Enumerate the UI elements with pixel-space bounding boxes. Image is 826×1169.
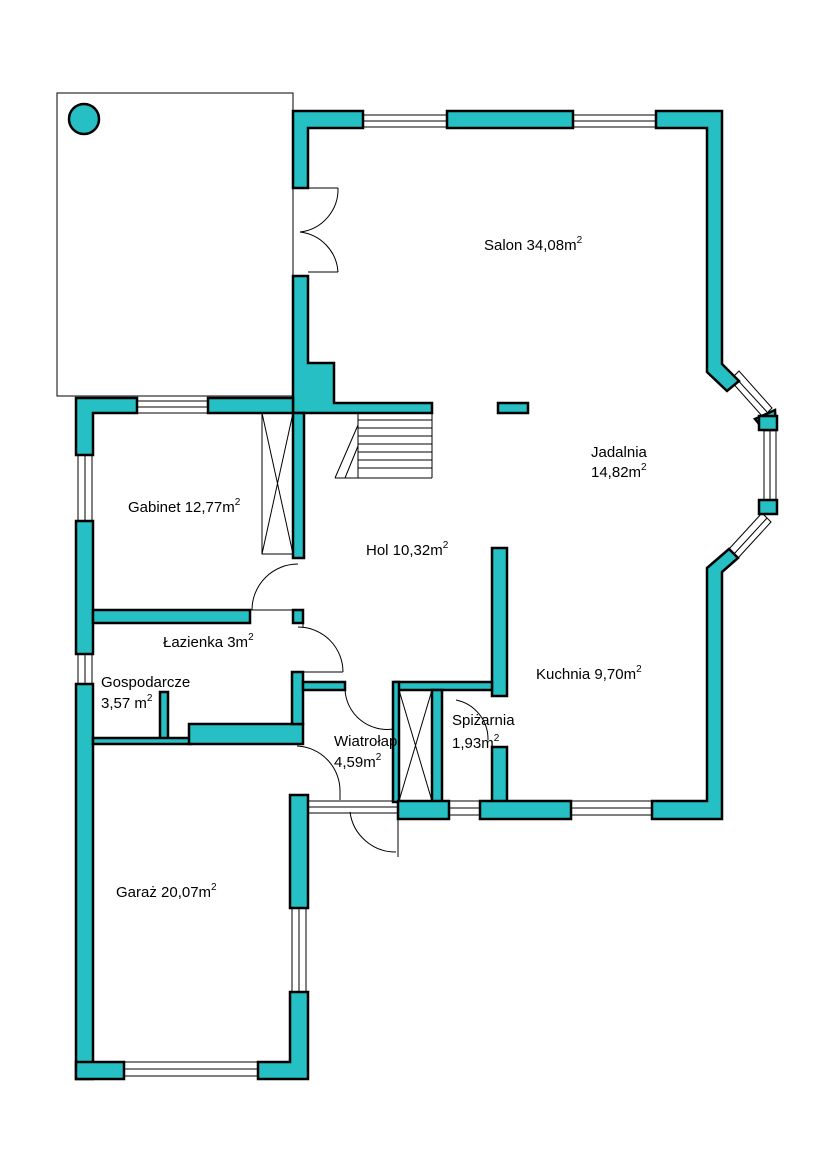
wiatrolap-name-label: Wiatrołap xyxy=(334,733,397,750)
gospodarcze-name-label: Gospodarcze xyxy=(101,674,190,691)
hol-label: Hol 10,32m2 xyxy=(366,540,449,559)
gospodarcze-area-label: 3,57 m2 xyxy=(101,693,153,712)
lazienka-label: Łazienka 3m2 xyxy=(163,632,254,651)
spizarnia-area-label: 1,93m2 xyxy=(452,733,500,752)
wardrobes xyxy=(261,412,433,802)
windows xyxy=(77,114,777,1077)
terrace-column xyxy=(67,102,101,136)
kuchnia-label: Kuchnia 9,70m2 xyxy=(536,664,642,683)
jadalnia-name-label: Jadalnia xyxy=(591,444,648,461)
jadalnia-area-label: 14,82m2 xyxy=(591,462,647,481)
garaz-label: Garaż 20,07m2 xyxy=(116,882,217,901)
wiatrolap-area-label: 4,59m2 xyxy=(334,752,382,771)
doors xyxy=(250,187,489,857)
gabinet-label: Gabinet 12,77m2 xyxy=(128,497,241,516)
walls xyxy=(74,109,779,1081)
stairs xyxy=(334,413,433,479)
spizarnia-name-label: Spiżarnia xyxy=(452,712,515,729)
salon-label: Salon 34,08m2 xyxy=(484,235,583,254)
terrace-outline xyxy=(56,92,294,397)
